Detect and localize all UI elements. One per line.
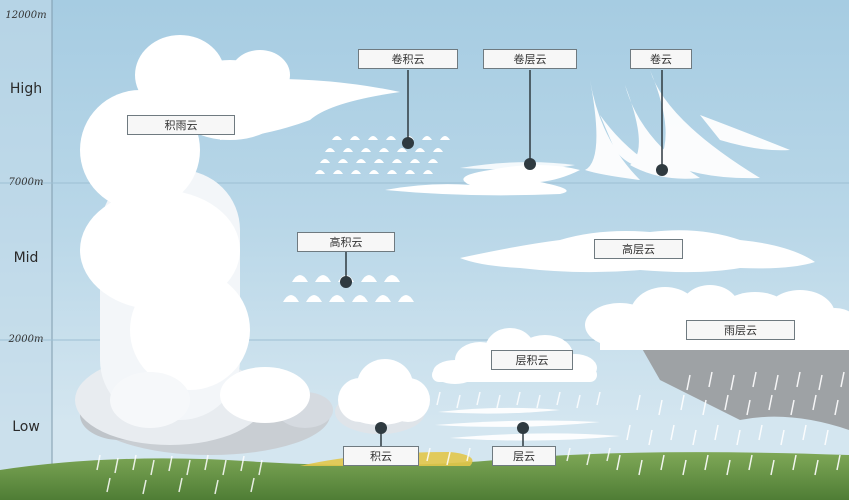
label-stratus: 层云: [492, 446, 556, 466]
cumulonimbus-rain: [96, 454, 263, 495]
altitude-mark-12000: 12000m: [5, 10, 47, 21]
label-cumulus: 积云: [343, 446, 419, 466]
label-cirrus: 卷云: [630, 49, 692, 69]
label-cirrocumulus: 卷积云: [358, 49, 458, 69]
cirrocumulus-cloud: [315, 136, 450, 174]
label-nimbostratus: 雨层云: [686, 320, 795, 340]
cumulus-cloud: [335, 359, 430, 434]
pointer-dots: [340, 137, 668, 434]
level-high: High: [9, 81, 43, 97]
level-mid: Mid: [13, 250, 39, 266]
altitude-mark-7000: 7000m: [8, 177, 44, 188]
label-altocumulus: 高积云: [297, 232, 395, 252]
label-cumulonimbus: 积雨云: [127, 115, 235, 135]
label-cirrostratus: 卷层云: [483, 49, 577, 69]
altitude-mark-2000: 2000m: [8, 334, 44, 345]
nimbostratus-rain: [616, 371, 845, 476]
stratus-cloud: [435, 407, 620, 441]
cirrostratus-cloud: [385, 162, 580, 196]
level-low: Low: [12, 419, 40, 435]
altitude-band: [0, 0, 52, 500]
ground: [0, 452, 849, 500]
label-altostratus: 高层云: [594, 239, 683, 259]
label-stratocumulus: 层积云: [491, 350, 573, 370]
cirrus-cloud: [585, 70, 790, 180]
